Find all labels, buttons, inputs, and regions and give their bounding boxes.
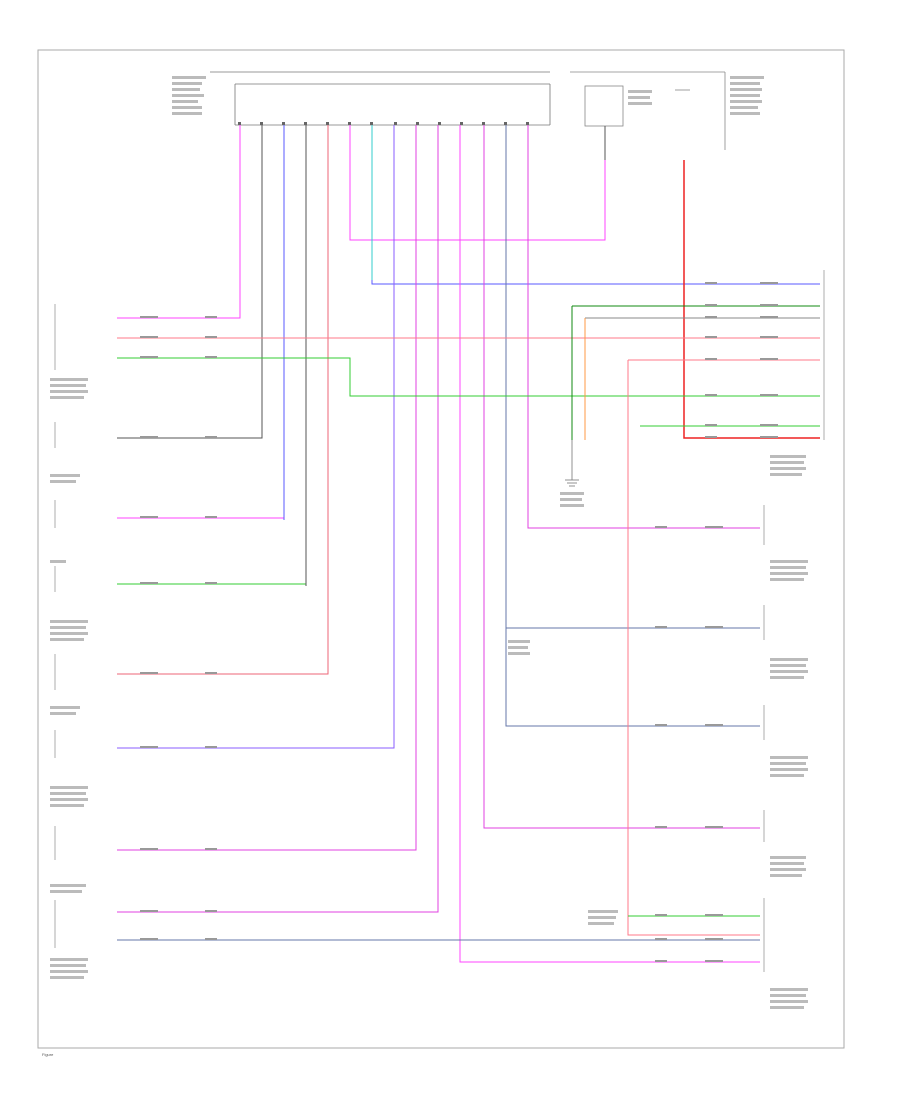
wire-green-1: [117, 125, 307, 585]
diagram-frame: [37, 49, 845, 1049]
right-components: [763, 270, 825, 972]
wire-violet-1: [117, 125, 395, 749]
wire-magenta-3: [483, 125, 760, 829]
wire-red-1: [117, 125, 329, 675]
horizontal-bus: [117, 305, 820, 941]
vertical-wires: [117, 125, 820, 963]
module-connector-top: [210, 71, 551, 126]
wire-pink-3: [349, 125, 606, 241]
illegible-label-marks: [50, 76, 808, 1009]
wire-magenta-1: [117, 125, 417, 851]
wire-tag-marks: [140, 282, 778, 962]
page-label: Figure: [42, 1052, 54, 1057]
wire-magenta-4: [527, 125, 760, 529]
module-pins: [238, 122, 529, 125]
wire-cyan-blue: [371, 125, 820, 285]
module-block-right: [570, 71, 726, 150]
bus-green-can: [117, 357, 820, 397]
bus-lightred-vert: [627, 360, 760, 936]
wire-darkgray-1: [117, 125, 263, 439]
ground-symbol: [565, 440, 579, 487]
wire-pink-2: [117, 125, 285, 519]
wire-magenta-2: [117, 125, 439, 913]
wire-slate-1: [505, 125, 760, 727]
wire-pink-1: [117, 125, 241, 319]
wire-pink-4: [459, 125, 760, 963]
